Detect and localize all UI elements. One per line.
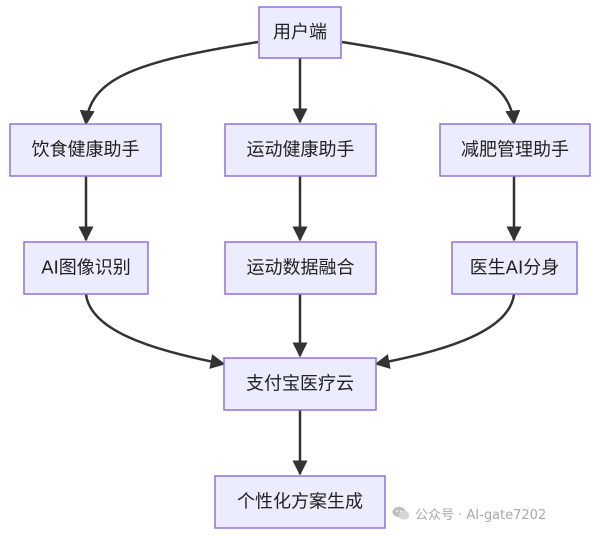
node-plan-box bbox=[214, 475, 386, 529]
watermark: 公众号 · AI-gate7202 bbox=[392, 500, 596, 526]
node-slim: 减肥管理助手 bbox=[439, 123, 591, 177]
node-user-label: 用户端 bbox=[273, 22, 327, 43]
node-diet-box bbox=[9, 123, 162, 177]
node-user: 用户端 bbox=[258, 6, 342, 59]
node-ai-image-box bbox=[23, 241, 149, 295]
node-ai-image: AI图像识别 bbox=[23, 241, 149, 295]
watermark-text: 公众号 · AI-gate7202 bbox=[415, 507, 547, 523]
node-alipay-label: 支付宝医疗云 bbox=[246, 374, 354, 395]
node-sport-label: 运动健康助手 bbox=[247, 140, 355, 161]
node-sport-box bbox=[224, 123, 377, 177]
node-diet: 饮食健康助手 bbox=[9, 123, 162, 177]
node-sport: 运动健康助手 bbox=[224, 123, 377, 177]
node-alipay-box bbox=[223, 357, 377, 411]
node-ai-image-label: AI图像识别 bbox=[41, 258, 131, 279]
node-doctor-ai: 医生AI分身 bbox=[451, 241, 578, 295]
edges bbox=[78, 40, 522, 476]
node-alipay: 支付宝医疗云 bbox=[223, 357, 377, 411]
node-sport-data-label: 运动数据融合 bbox=[247, 258, 355, 279]
node-sport-data: 运动数据融合 bbox=[224, 241, 377, 295]
node-slim-box bbox=[439, 123, 591, 177]
node-sport-data-box bbox=[224, 241, 377, 295]
edge-user-to-slim bbox=[341, 40, 521, 126]
node-doctor-ai-label: 医生AI分身 bbox=[470, 258, 560, 279]
edge-aiimage-to-alipay bbox=[84, 293, 226, 369]
wechat-icon bbox=[392, 506, 410, 519]
node-doctor-ai-box bbox=[451, 241, 578, 295]
node-slim-label: 减肥管理助手 bbox=[461, 140, 569, 161]
node-user-box bbox=[258, 6, 342, 59]
edge-doctorai-to-alipay bbox=[374, 293, 516, 369]
node-plan-label: 个性化方案生成 bbox=[237, 492, 363, 513]
node-plan: 个性化方案生成 bbox=[214, 475, 386, 529]
node-diet-label: 饮食健康助手 bbox=[32, 140, 140, 161]
edge-user-to-diet bbox=[79, 40, 259, 126]
